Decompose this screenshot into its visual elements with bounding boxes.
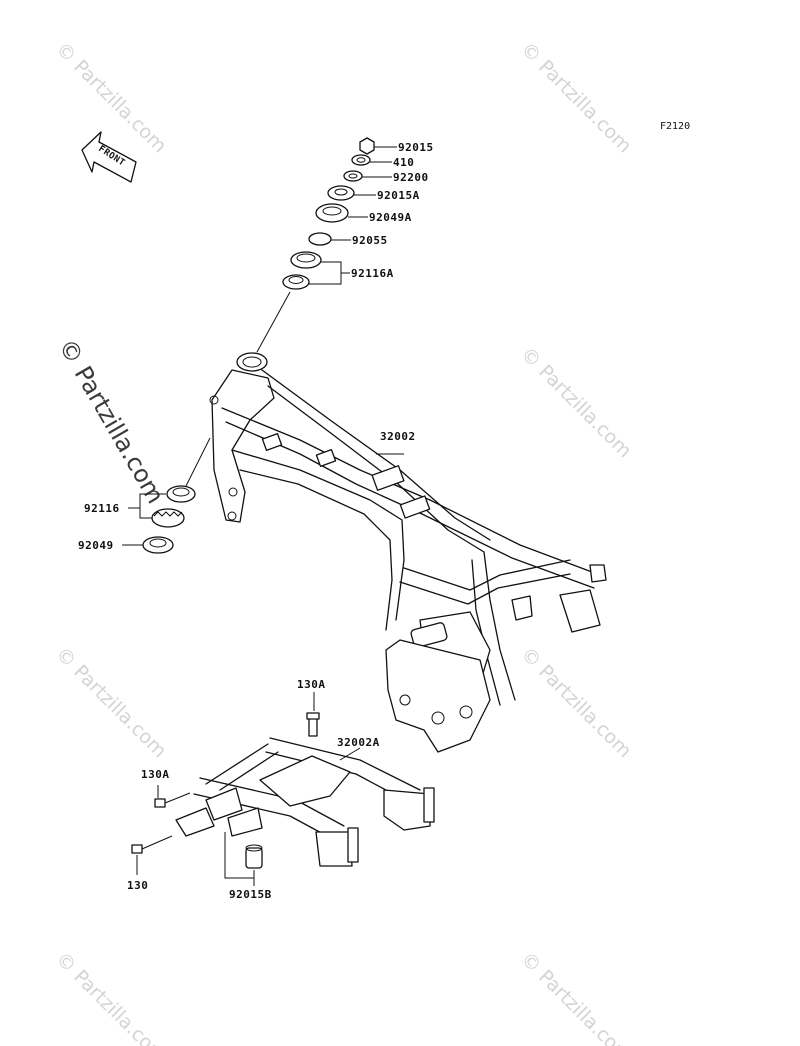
callout-130: 130 <box>127 879 148 892</box>
oring-92055 <box>308 232 332 246</box>
callout-92049A: 92049A <box>369 211 412 224</box>
seal-92049A <box>315 203 349 223</box>
washer-92200 <box>343 170 363 182</box>
bolt-130A-left <box>154 792 191 808</box>
callout-92015: 92015 <box>398 141 434 154</box>
callout-32002A: 32002A <box>337 736 380 749</box>
bolt-130 <box>131 835 173 854</box>
washer-410 <box>351 154 371 166</box>
nut-92015 <box>359 137 375 155</box>
head-tube <box>236 352 268 372</box>
callout-92049: 92049 <box>78 539 114 552</box>
main-frame-32002 <box>209 352 607 753</box>
bearing-92116 <box>151 508 185 528</box>
watermark-text: © Partzilla.com <box>51 643 170 762</box>
callout-32002: 32002 <box>380 430 416 443</box>
race-92116A-lower <box>282 274 310 290</box>
callout-130A-top: 130A <box>297 678 326 691</box>
lower-frame-32002A <box>131 692 435 886</box>
callout-92116A: 92116A <box>351 267 394 280</box>
watermark-text: © Partzilla.com <box>51 38 170 157</box>
callout-92116: 92116 <box>84 502 120 515</box>
callout-130A-left: 130A <box>141 768 170 781</box>
figure-code: F2120 <box>660 121 690 132</box>
watermark-side-text: © Partzilla.com <box>53 334 170 508</box>
watermark-text: © Partzilla.com <box>516 948 635 1046</box>
watermark-text: © Partzilla.com <box>51 948 170 1046</box>
front-arrow: FRONT <box>81 131 137 183</box>
callout-92200: 92200 <box>393 171 429 184</box>
steering-stack-parts <box>256 137 397 353</box>
lower-head-parts <box>122 437 211 554</box>
callout-92015A: 92015A <box>377 189 420 202</box>
callout-92055: 92055 <box>352 234 388 247</box>
collar-92015B <box>245 844 263 869</box>
callout-92015B: 92015B <box>229 888 272 901</box>
bolt-130A-top <box>306 712 320 737</box>
nut-92015A <box>327 185 355 201</box>
callout-410: 410 <box>393 156 414 169</box>
watermark-text: © Partzilla.com <box>516 38 635 157</box>
watermark-text: © Partzilla.com <box>516 643 635 762</box>
callout-labels: 92015 410 92200 92015A 92049A 92055 9211… <box>78 141 434 901</box>
watermark-text: © Partzilla.com <box>516 343 635 462</box>
